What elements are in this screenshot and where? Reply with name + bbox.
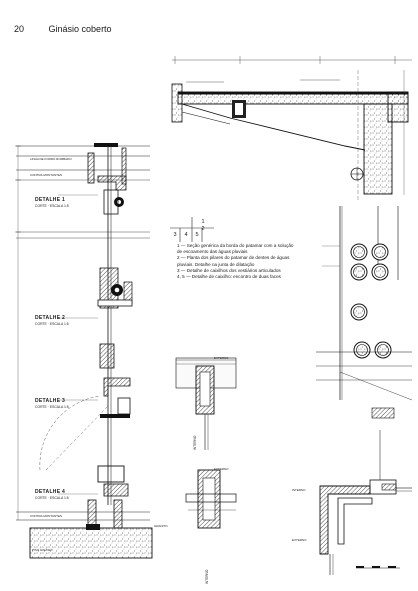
- label-externo-a: EXTERNO: [214, 356, 229, 360]
- figure-legend: 1 — Seção genérica da borda do patamar c…: [177, 243, 297, 280]
- legend-item-2: 2 — Planta dos pilares do patamar de den…: [177, 255, 290, 267]
- key-cell-1: 1: [201, 219, 205, 225]
- detail-3-drawing: [175, 357, 237, 529]
- legend-item-3: 3 — Detalhe de caixilhos dos vestiários …: [177, 267, 281, 273]
- label-interno-c: INTERNO: [292, 488, 306, 492]
- section-1-drawing: [171, 56, 412, 200]
- detail-1-title: DETALHE 1: [35, 197, 66, 203]
- label-externo-b: EXTERNO: [214, 467, 229, 471]
- label-contra-montantes-2: CONTRA MONTANTES: [30, 514, 62, 518]
- detail-4-title: DETALHE 4: [35, 489, 66, 495]
- detail-2-drawing: [316, 206, 413, 419]
- legend-item-1: 1 — Seção genérica da borda do patamar c…: [177, 243, 294, 255]
- detail-3-title: DETALHE 3: [35, 398, 66, 404]
- detail-4-subtitle: CORTE · ESCALA 1:5: [35, 496, 69, 500]
- detail-2-subtitle: CORTE · ESCALA 1:5: [35, 322, 69, 326]
- details-1-4-drawing: [15, 143, 153, 559]
- page-header: 20 Ginásio coberto: [14, 24, 112, 34]
- detail-2-title: DETALHE 2: [35, 315, 66, 321]
- label-externo-c: EXTERNO: [292, 538, 307, 542]
- detail-4-5-drawing: [319, 430, 412, 575]
- page-number: 20: [14, 24, 25, 34]
- page-title: Ginásio coberto: [48, 24, 112, 34]
- detail-3-subtitle: CORTE · ESCALA 1:5: [35, 405, 69, 409]
- label-contra-montantes-1: CONTRA MONTANTES: [30, 173, 62, 177]
- label-granito: GRANITO: [154, 524, 168, 528]
- key-cell-2: 2: [201, 226, 205, 232]
- key-cell-5: 5: [195, 232, 199, 238]
- legend-item-4-5: 4, 5 — Detalhe de caixilho: encontro de …: [177, 274, 281, 280]
- label-interno-b: INTERNO: [205, 569, 209, 584]
- label-linha-forro: LINHA DE FORRO ROMBADO: [30, 157, 72, 161]
- key-cell-3: 3: [173, 232, 177, 238]
- label-interno-a: INTERNO: [193, 435, 197, 450]
- detail-1-subtitle: CORTE · ESCALA 1:5: [35, 204, 69, 208]
- label-piso: PISO GINÁSIO: [32, 548, 53, 552]
- figure-key-grid: 1 2 3 4 5: [170, 217, 214, 242]
- key-grid-lines: [170, 217, 214, 242]
- key-cell-4: 4: [184, 232, 188, 238]
